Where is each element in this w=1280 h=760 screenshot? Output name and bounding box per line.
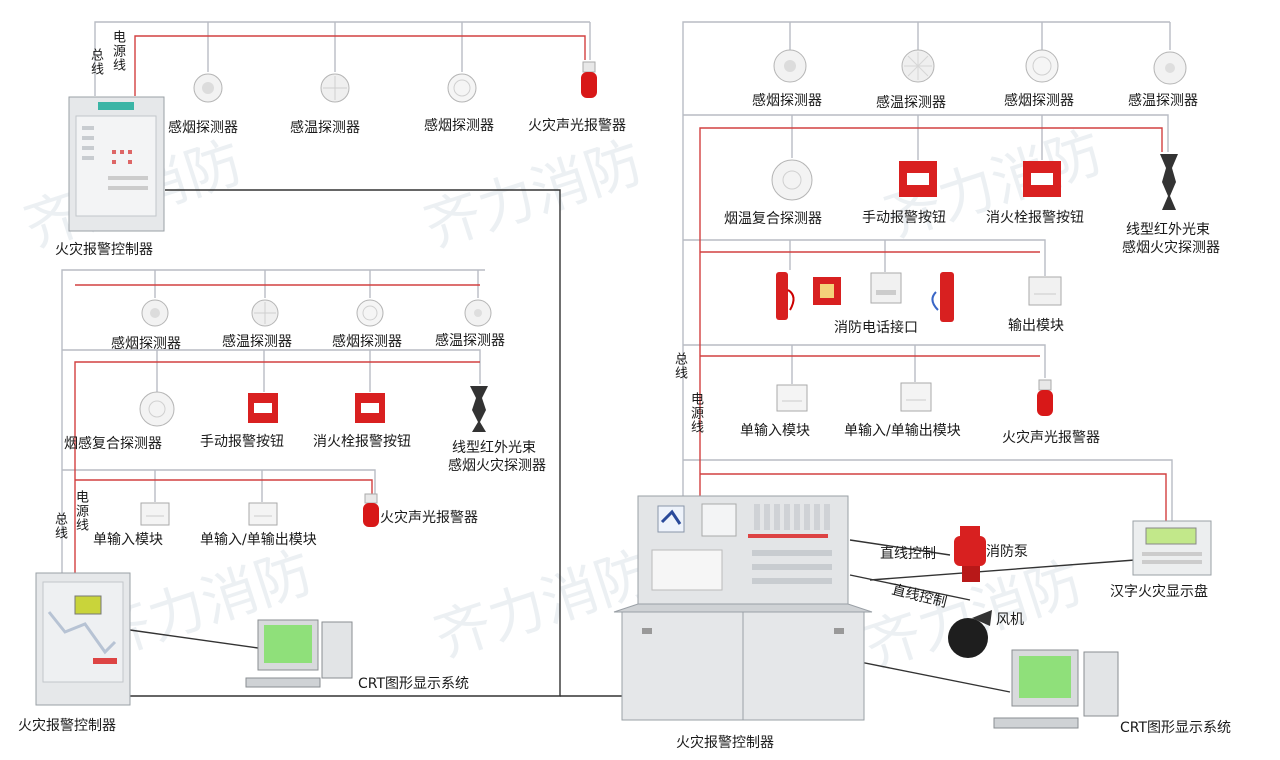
strobe-alarm-icon (361, 492, 381, 534)
device-label: 感温探测器 (435, 333, 505, 349)
power-wire (699, 127, 1167, 522)
smoke-detector-icon (1024, 48, 1060, 88)
heat-detector-icon (319, 72, 351, 108)
device-label: 火灾声光报警器 (528, 118, 626, 134)
strobe-alarm-icon (578, 60, 600, 106)
device-label: 感烟火灾探测器 (448, 458, 546, 474)
device-label: 感烟火灾探测器 (1122, 240, 1220, 256)
device-label: 单输入模块 (93, 532, 163, 548)
bus-wire (61, 269, 485, 585)
device-label: 消火栓报警按钮 (986, 210, 1084, 226)
fire-display-panel-icon (1132, 520, 1212, 580)
device-label: 线型红外光束 (1126, 222, 1210, 238)
combo-detector-icon (138, 390, 176, 432)
device-label: 感烟探测器 (168, 120, 238, 136)
power-label: 电源线 (688, 392, 703, 434)
device-label: 手动报警按钮 (862, 210, 946, 226)
fire-alarm-controller-panel (68, 96, 165, 232)
device-label: 消火栓报警按钮 (313, 434, 411, 450)
device-label: 消防电话接口 (834, 320, 918, 336)
crt-label: CRT图形显示系统 (358, 676, 470, 692)
pump-label: 消防泵 (986, 544, 1028, 560)
manual-call-point-icon (898, 160, 938, 202)
power-wire (74, 284, 480, 585)
heat-detector-icon (250, 298, 280, 332)
crt-computer-icon (244, 618, 356, 694)
strobe-alarm-icon (1034, 378, 1056, 424)
heat-detector-icon (1152, 50, 1188, 90)
device-label: 感烟探测器 (424, 118, 494, 134)
device-label: 火灾声光报警器 (1002, 430, 1100, 446)
device-label: 单输入模块 (740, 423, 810, 439)
main-controller-console (612, 494, 874, 726)
cable-wire (560, 539, 1136, 697)
hydrant-button-icon (1022, 160, 1062, 202)
control-label: 直线控制 (880, 546, 936, 562)
device-label: 单输入/单输出模块 (844, 423, 961, 439)
fire-phone-handset-icon (928, 270, 958, 330)
hydrant-button-icon (354, 392, 386, 428)
manual-call-point-icon (247, 392, 279, 428)
beam-detector-icon (466, 384, 492, 438)
fire-pump-icon (950, 524, 990, 590)
device-label: 火灾声光报警器 (380, 510, 478, 526)
device-label: 单输入/单输出模块 (200, 532, 317, 548)
bus-label: 总线 (88, 48, 103, 76)
beam-detector-icon (1156, 152, 1182, 216)
device-label: 感烟探测器 (332, 334, 402, 350)
device-label: 感温探测器 (290, 120, 360, 136)
device-label: 感烟探测器 (111, 336, 181, 352)
phone-jack-icon (812, 276, 842, 310)
bus-wire (682, 21, 1173, 522)
power-wire (134, 35, 586, 96)
fan-icon (946, 608, 996, 664)
smoke-detector-icon (355, 298, 385, 332)
smoke-detector-icon (192, 72, 224, 108)
controller-label: 火灾报警控制器 (55, 242, 153, 258)
smoke-detector-icon (446, 72, 478, 108)
io-module-icon (900, 382, 932, 416)
controller-label: 火灾报警控制器 (676, 735, 774, 751)
device-label: 输出模块 (1008, 318, 1064, 334)
fire-phone-handset-icon (772, 270, 800, 326)
heat-detector-icon (900, 48, 936, 88)
heat-detector-icon (463, 298, 493, 332)
device-label: 感温探测器 (876, 95, 946, 111)
controller-label: 火灾报警控制器 (18, 718, 116, 734)
output-module-icon (1028, 276, 1062, 310)
device-label: 手动报警按钮 (200, 434, 284, 450)
device-label: 线型红外光束 (452, 440, 536, 456)
smoke-detector-icon (772, 48, 808, 88)
device-label: 感烟探测器 (752, 93, 822, 109)
fan-label: 风机 (996, 612, 1024, 628)
bus-wire (94, 21, 591, 96)
smoke-detector-icon (140, 298, 170, 332)
device-label: 烟感复合探测器 (64, 436, 162, 452)
crt-computer-icon (990, 648, 1124, 736)
power-label: 电源线 (73, 490, 88, 532)
cable-wire (129, 189, 561, 697)
bus-label: 总线 (52, 512, 67, 540)
device-label: 感温探测器 (222, 334, 292, 350)
fire-alarm-controller-panel (35, 572, 131, 706)
input-module-icon (776, 384, 808, 416)
phone-module-icon (870, 272, 902, 308)
io-module-icon (248, 502, 278, 530)
crt-label: CRT图形显示系统 (1120, 720, 1232, 736)
input-module-icon (140, 502, 170, 530)
device-label: 感温探测器 (1128, 93, 1198, 109)
power-label: 电源线 (110, 30, 125, 72)
device-label: 烟温复合探测器 (724, 211, 822, 227)
bus-label: 总线 (672, 352, 687, 380)
combo-detector-icon (770, 158, 814, 206)
display-panel-label: 汉字火灾显示盘 (1110, 584, 1208, 600)
device-label: 感烟探测器 (1004, 93, 1074, 109)
